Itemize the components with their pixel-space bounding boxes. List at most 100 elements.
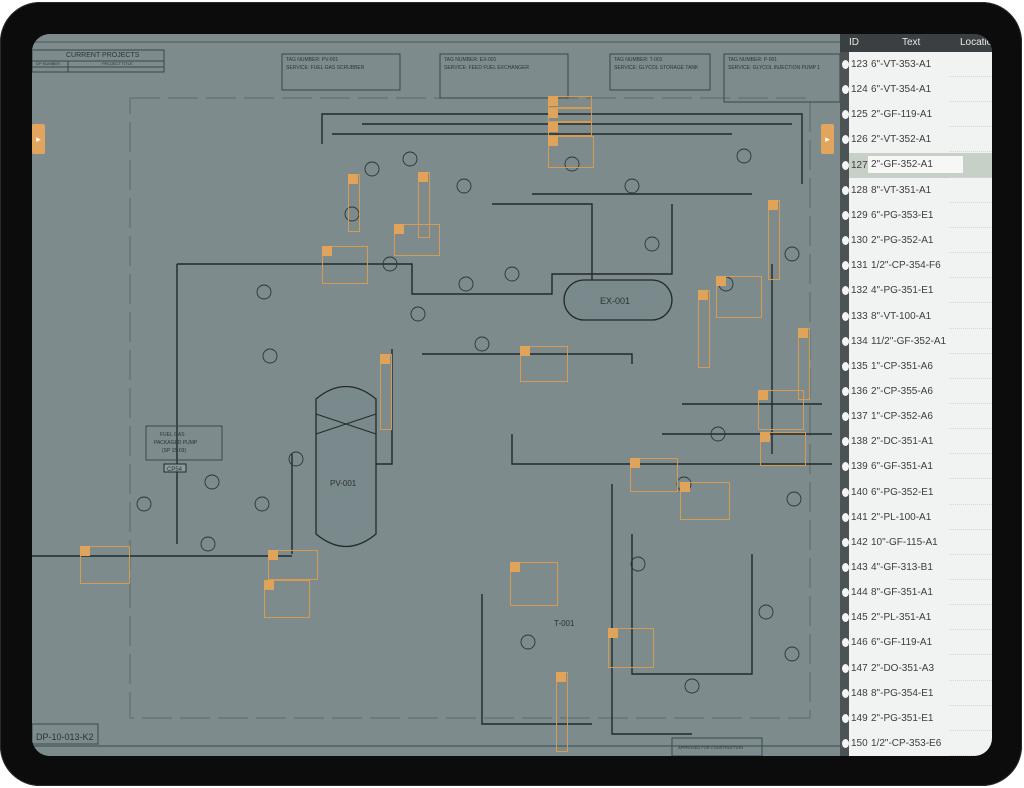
tag-block-p-001: TAG NUMBER: P-001 SERVICE: GLYCOL INJECT… [728,57,821,71]
row-text: 1/2"-CP-353-E6 [871,738,942,750]
row-bullet-icon [842,185,849,195]
detection-box[interactable] [80,546,130,584]
row-divider [949,428,992,430]
row-divider [949,302,992,304]
row-divider [949,327,992,329]
row-bullet-icon [842,537,849,547]
row-text[interactable]: 2"-GF-352-A1 [868,155,963,173]
detection-box[interactable] [264,580,310,618]
row-id: 134 [851,335,868,347]
tag-block-pv-001: TAG NUMBER: PV-001 SERVICE: FUEL GAS SCR… [286,57,365,71]
detection-box[interactable] [768,200,780,280]
exchanger-label: EX-001 [600,296,630,306]
detection-box[interactable] [608,628,654,668]
detection-box[interactable] [510,562,558,606]
row-divider [949,252,992,254]
detection-box[interactable] [548,136,594,168]
chevron-right-icon: ▸ [825,134,830,144]
pid-drawing-canvas[interactable]: EX-001 PV-001 T-001 FUEL GAS PACKAGED PU… [32,34,840,756]
detection-box[interactable] [716,276,762,318]
row-bullet-icon [842,713,849,723]
column-header-id[interactable]: ID [849,37,859,48]
right-panel-handle[interactable]: ▸ [821,124,834,154]
row-text: 6"-GF-119-A1 [871,637,933,649]
detection-box[interactable] [680,482,730,520]
row-bullet-icon [842,437,849,447]
row-bullet-icon [842,135,849,145]
detection-box[interactable] [394,224,440,256]
detection-box[interactable] [418,172,430,238]
detection-box[interactable] [556,672,568,752]
detection-box[interactable] [348,174,360,232]
row-text: 2"-CP-355-A6 [871,385,933,397]
detection-box[interactable] [758,390,804,430]
column-header-location[interactable]: Location [960,37,992,48]
row-id: 123 [851,59,868,70]
detection-box[interactable] [798,328,810,400]
screen: EX-001 PV-001 T-001 FUEL GAS PACKAGED PU… [32,34,992,756]
row-id: 140 [851,486,868,498]
chevron-right-icon: ▸ [36,134,41,144]
row-divider [949,679,992,681]
row-text: 6"-VT-354-A1 [871,84,932,96]
row-text: 1"-CP-352-A6 [871,411,933,423]
detection-box[interactable] [548,122,592,136]
drawing-number: DP-10-013-K2 [36,732,94,742]
row-id: 127 [851,159,868,171]
column-header-text[interactable]: Text [902,37,921,48]
detection-box[interactable] [548,108,592,122]
detection-box[interactable] [548,96,592,108]
tank-label: T-001 [554,619,575,628]
row-text: 4"-GF-313-B1 [871,562,933,573]
detection-box[interactable] [760,432,806,466]
detection-box[interactable] [630,458,678,492]
row-id: 137 [851,411,868,423]
row-id: 129 [851,209,868,221]
left-panel-handle[interactable]: ▸ [32,124,45,154]
row-id: 125 [851,109,868,121]
row-id: 138 [851,436,868,448]
row-divider [949,352,992,354]
detection-box[interactable] [322,246,368,284]
row-divider [949,226,992,228]
row-text: 8"-VT-351-A1 [871,184,932,196]
detection-box[interactable] [380,354,392,430]
row-text: 2"-DO-351-A3 [871,662,935,674]
detection-box[interactable] [698,290,710,368]
row-text: 2"-DC-351-A1 [871,436,934,448]
row-id: 135 [851,360,868,372]
row-bullet-icon [842,512,849,522]
detection-box[interactable] [520,346,568,382]
detection-box[interactable] [268,550,318,580]
row-text: 2"-PG-351-E1 [871,712,934,724]
